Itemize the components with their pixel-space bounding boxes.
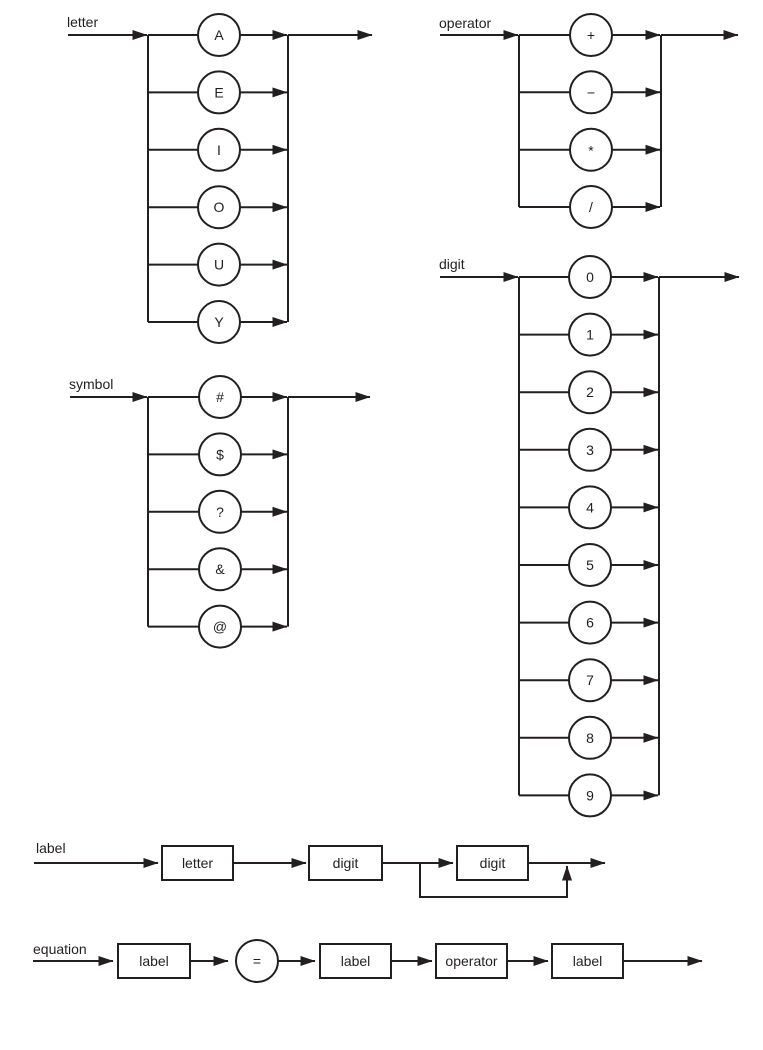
- terminal-label: $: [216, 446, 224, 462]
- branch: ?: [148, 489, 288, 534]
- nonterminal-box: [551, 943, 624, 979]
- branch: O: [148, 185, 288, 230]
- terminal-label: ?: [216, 504, 224, 520]
- loop-back-connector: [419, 863, 572, 898]
- branch: 5: [519, 543, 659, 587]
- branch: 6: [519, 600, 659, 645]
- branch: −: [519, 70, 661, 115]
- sequence-node: =: [235, 939, 279, 983]
- branch: 1: [519, 312, 659, 357]
- branch: 9: [519, 773, 659, 818]
- nonterminal-box: [161, 845, 234, 881]
- terminal-label: 5: [586, 557, 594, 573]
- terminal-label: 4: [586, 499, 594, 515]
- branch: 7: [519, 658, 659, 703]
- terminal-label: @: [213, 619, 227, 635]
- branch: &: [148, 547, 288, 592]
- rule-title: label: [36, 840, 66, 856]
- nonterminal-label: digit: [333, 855, 359, 871]
- branch: 8: [519, 715, 659, 760]
- terminal-label: 7: [586, 672, 594, 688]
- branch: @: [148, 604, 288, 649]
- sequence-node: operator: [435, 943, 508, 979]
- diagram-symbol: symbol # $ ? &: [69, 375, 371, 649]
- rule-title: digit: [439, 256, 465, 272]
- nonterminal-box: [435, 943, 508, 979]
- terminal-label: U: [214, 257, 224, 273]
- sequence-node: label: [117, 943, 191, 979]
- diagram-equation: equation label = label operator label: [33, 939, 703, 983]
- branch: 2: [519, 370, 659, 415]
- terminal-label: A: [214, 27, 224, 43]
- nonterminal-label: letter: [182, 855, 213, 871]
- terminal-label: Y: [214, 314, 224, 330]
- sequence-node: digit: [308, 845, 383, 881]
- nonterminal-label: label: [341, 953, 371, 969]
- terminal-label: 1: [586, 327, 594, 343]
- terminal-label: 0: [586, 269, 594, 285]
- nonterminal-label: label: [139, 953, 169, 969]
- terminal-label: +: [587, 27, 595, 43]
- diagram-label: label letter digit digit: [34, 840, 606, 898]
- branch: +: [519, 13, 661, 57]
- branch: 4: [519, 485, 659, 530]
- terminal-label: 3: [586, 442, 594, 458]
- terminal-label: 9: [586, 787, 594, 803]
- sequence-node: label: [551, 943, 624, 979]
- terminal-label: 2: [586, 384, 594, 400]
- branch: I: [148, 127, 288, 172]
- branch: 3: [519, 427, 659, 472]
- terminal-label: *: [588, 143, 594, 159]
- terminal-label: E: [214, 84, 223, 100]
- terminal-label: I: [217, 142, 221, 158]
- branch: A: [148, 13, 288, 57]
- branch: #: [148, 375, 288, 419]
- branch: Y: [148, 300, 288, 344]
- branch: /: [519, 185, 661, 229]
- terminal-label: O: [214, 199, 225, 215]
- branch: E: [148, 70, 288, 115]
- rule-title: operator: [439, 15, 491, 31]
- diagram-operator: operator + − * /: [439, 13, 739, 229]
- rule-title: symbol: [69, 376, 113, 392]
- rule-title: equation: [33, 941, 87, 957]
- terminal-label: /: [589, 199, 593, 215]
- nonterminal-box: [308, 845, 383, 881]
- branch: *: [519, 127, 661, 172]
- sequence-node: label: [319, 943, 392, 979]
- terminal-label: #: [216, 389, 224, 405]
- terminal-label: 8: [586, 730, 594, 746]
- diagram-digit: digit 0 1 2 3: [439, 255, 740, 818]
- branch: 0: [519, 255, 659, 299]
- nonterminal-box: [456, 845, 529, 881]
- nonterminal-box: [117, 943, 191, 979]
- sequence-node: digit: [456, 845, 529, 881]
- diagram-letter: letter A E I O: [67, 13, 373, 344]
- nonterminal-label: digit: [480, 855, 506, 871]
- rule-title: letter: [67, 14, 98, 30]
- nonterminal-label: operator: [445, 953, 497, 969]
- branch: $: [148, 432, 288, 477]
- sequence-node: letter: [161, 845, 234, 881]
- terminal-label: 6: [586, 615, 594, 631]
- branch: U: [148, 242, 288, 287]
- nonterminal-label: label: [573, 953, 603, 969]
- terminal-label: −: [587, 84, 595, 100]
- terminal-label: &: [215, 561, 225, 577]
- terminal-label: =: [253, 953, 261, 969]
